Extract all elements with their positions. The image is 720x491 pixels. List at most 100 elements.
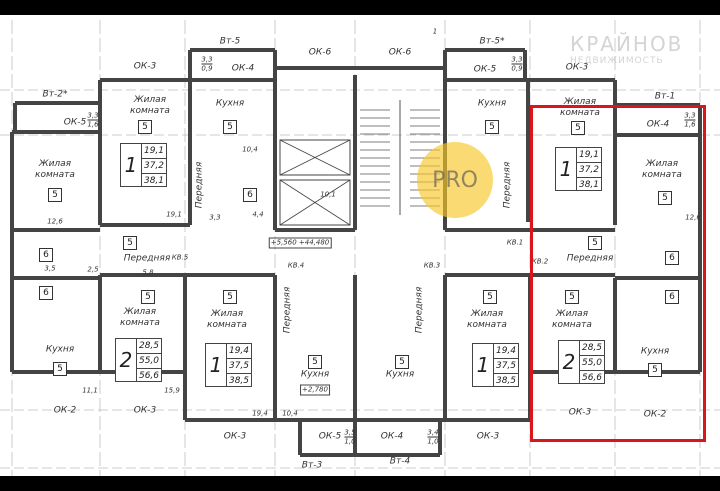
level-mark: +2,780 (300, 384, 330, 396)
room-hall: Передняя (282, 286, 293, 334)
room-area: 3,5 (44, 264, 56, 273)
finish-code: 5 (483, 290, 497, 304)
balcony-area-value: 3,5 (344, 428, 356, 438)
room-kitchen: Кухня (215, 98, 245, 109)
finish-code: 5 (395, 355, 409, 369)
room-living: Жилая комната (120, 307, 160, 328)
balcony-area-reduced: 1,0 (427, 437, 439, 446)
room-living: Жилая комната (642, 159, 682, 180)
room-count: 1 (206, 344, 227, 386)
balcony-area-value: 3,3 (201, 55, 213, 65)
room-area: 19,4 (252, 409, 268, 418)
window-mark: ОК-5 (473, 64, 497, 75)
total-with-balcony: 38,1 (578, 180, 600, 190)
apartment-entry-mark: КВ.4 (287, 261, 305, 270)
elevator-shaft (279, 139, 351, 176)
room-living: Жилая комната (130, 95, 170, 116)
finish-code: 5 (138, 120, 152, 134)
total-area: 37,5 (494, 359, 518, 374)
bath-code: 6 (39, 286, 53, 300)
window-mark: ОК-3 (568, 407, 592, 418)
finish-code: 5 (308, 355, 322, 369)
balcony-area-value: 3,4 (427, 428, 439, 438)
room-kitchen: Кухня (300, 369, 330, 380)
balcony-mark: Вт-4 (389, 456, 411, 467)
balcony-area-reduced: 1,6 (87, 120, 99, 129)
elevation-mark: +5,560 +44,480 (268, 237, 332, 249)
finish-code: 5 (588, 236, 602, 250)
room-area: 12,6 (685, 213, 701, 222)
bath-code: 6 (665, 290, 679, 304)
room-kitchen: Кухня (385, 369, 415, 380)
total-area: 37,5 (227, 359, 251, 374)
living-area: 19,1 (142, 144, 166, 159)
finish-code: 5 (648, 363, 662, 377)
window-mark: ОК-4 (646, 119, 670, 130)
total-with-balcony: 56,6 (581, 373, 603, 383)
room-kitchen: Кухня (477, 98, 507, 109)
room-count: 2 (559, 341, 580, 383)
window-mark: ОК-4 (380, 431, 404, 442)
living-area: 19,4 (227, 344, 251, 359)
room-area: 10,4 (242, 145, 258, 154)
room-count: 1 (556, 148, 577, 190)
total-with-balcony: 38,1 (143, 176, 165, 186)
finish-code: 5 (48, 188, 62, 202)
watermark-subtitle: НЕДВИЖИМОСТЬ (570, 56, 664, 66)
window-mark: ОК-5 (63, 117, 87, 128)
balcony-area-reduced: 1,0 (344, 437, 356, 446)
room-hall: Передняя (123, 253, 171, 264)
room-hall: Передняя (566, 253, 614, 264)
balcony-mark: Вт-1 (654, 91, 676, 102)
finish-code: 5 (141, 290, 155, 304)
room-count: 1 (473, 344, 494, 386)
living-area: 28,5 (137, 339, 161, 354)
window-mark: ОК-3 (133, 405, 157, 416)
elevator-shaft (279, 179, 351, 226)
finish-code: 5 (485, 120, 499, 134)
balcony-area-reduced: 1,6 (684, 120, 696, 129)
apartment-entry-mark: КВ.1 (506, 238, 524, 247)
window-mark: ОК-5 (318, 431, 342, 442)
elevator-cross (279, 179, 351, 226)
balcony-mark: Вт-5* (479, 36, 505, 47)
room-living: Жилая комната (207, 309, 247, 330)
living-area: 28,5 (580, 341, 604, 356)
bottom-black-bar (0, 476, 720, 491)
room-area: 19,1 (166, 210, 182, 219)
finish-code: 5 (53, 362, 67, 376)
bath-code: 6 (39, 248, 53, 262)
finish-code: 5 (223, 120, 237, 134)
finish-code: 5 (565, 290, 579, 304)
room-hall: Передняя (414, 286, 425, 334)
watermark: КРАЙНОВ НЕДВИЖИМОСТЬ (570, 32, 683, 66)
total-area: 37,2 (142, 159, 166, 174)
finish-code: 5 (571, 121, 585, 135)
room-living: Жилая комната (552, 309, 592, 330)
room-area: 3,3 (209, 213, 221, 222)
room-living: Жилая комната (35, 159, 75, 180)
pro-badge: PRO (417, 142, 493, 218)
section-axis-mark: 1 (432, 27, 438, 36)
room-count: 1 (121, 144, 142, 186)
pro-badge-text: PRO (432, 167, 478, 193)
room-area: 10,1 (320, 190, 336, 199)
room-area: 4,4 (252, 210, 264, 219)
total-area: 55,0 (580, 356, 604, 371)
living-area: 19,4 (494, 344, 518, 359)
balcony-area-value: 3,3 (684, 111, 696, 121)
room-area: 11,1 (82, 386, 98, 395)
top-black-bar (0, 0, 720, 15)
room-area: 12,6 (47, 217, 63, 226)
room-living: Жилая комната (467, 309, 507, 330)
room-area: 10,4 (282, 409, 298, 418)
apartment-entry-mark: КВ.2 (531, 257, 549, 266)
